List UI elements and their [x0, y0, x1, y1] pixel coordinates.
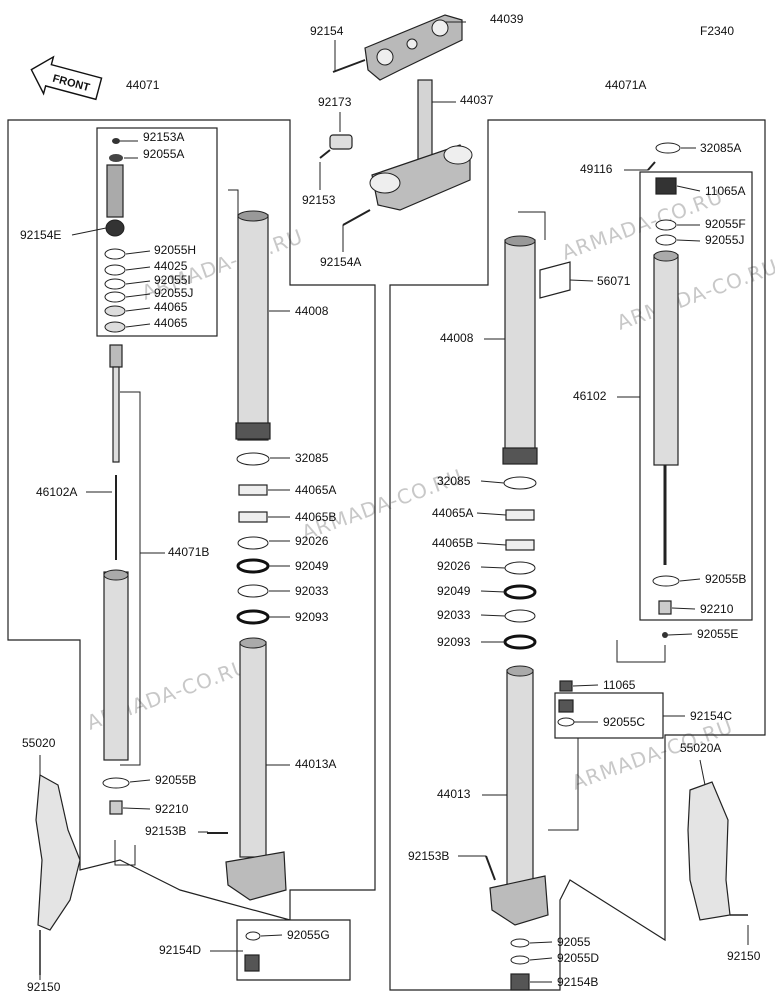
- part-label-46102a: 46102A: [36, 485, 77, 499]
- watermark: ARMADA-CO.RU: [614, 254, 775, 335]
- part-label-44008-r: 44008: [440, 331, 474, 345]
- part-label-49116: 49116: [580, 162, 613, 176]
- left-cartridge: [102, 344, 130, 815]
- part-label-32085a: 32085A: [700, 141, 741, 155]
- part-label-92210-r: 92210: [700, 602, 734, 616]
- part-label-44065b-l: 44065B: [295, 510, 336, 524]
- part-label-92154c: 92154C: [690, 709, 732, 723]
- left-seal-stack: [236, 452, 270, 625]
- part-label-44065b-r: 44065B: [432, 536, 473, 550]
- part-label-44071b: 44071B: [168, 545, 209, 559]
- part-label-92055e: 92055E: [697, 627, 738, 641]
- part-label-44071a: 44071A: [605, 78, 646, 92]
- part-label-92093-r: 92093: [437, 635, 471, 649]
- part-label-55020a: 55020A: [680, 741, 721, 755]
- part-label-92153b-r: 92153B: [408, 849, 449, 863]
- part-label-92150-r: 92150: [727, 949, 761, 963]
- part-label-92049-l: 92049: [295, 559, 329, 573]
- right-nut-kit: [557, 680, 575, 727]
- part-label-92055j-l: 92055J: [154, 286, 193, 300]
- part-label-92154b: 92154B: [557, 975, 598, 989]
- part-label-92055f: 92055F: [705, 217, 746, 231]
- part-label-92055g: 92055G: [287, 928, 330, 942]
- part-label-92153a: 92153A: [143, 130, 184, 144]
- left-cap-kit-box: [96, 127, 218, 337]
- part-label-11065a: 11065A: [705, 184, 745, 198]
- part-label-f2340: F2340: [700, 24, 734, 38]
- part-label-44039: 44039: [490, 12, 524, 26]
- part-label-92154e: 92154E: [20, 228, 61, 242]
- part-label-92150-l: 92150: [27, 980, 61, 994]
- part-label-92026-l: 92026: [295, 534, 329, 548]
- part-label-56071: 56071: [597, 274, 631, 288]
- left-outer-tube: [235, 210, 271, 441]
- watermark: ARMADA-CO.RU: [559, 184, 727, 265]
- right-cartridge: [647, 142, 681, 638]
- part-label-92154a: 92154A: [320, 255, 361, 269]
- part-label-92055j-r: 92055J: [705, 233, 744, 247]
- part-label-44065a-l: 44065A: [295, 483, 336, 497]
- part-label-44013a: 44013A: [295, 757, 336, 771]
- part-label-44013: 44013: [437, 787, 471, 801]
- left-cap-kit-parts: [104, 138, 126, 333]
- part-label-92153b-l: 92153B: [145, 824, 186, 838]
- part-label-92026-r: 92026: [437, 559, 471, 573]
- part-label-92033-l: 92033: [295, 584, 329, 598]
- right-outer-tube: [502, 235, 571, 465]
- left-fork-guard: [35, 774, 81, 975]
- part-label-92055d: 92055D: [557, 951, 599, 965]
- left-assembly-frame: [7, 119, 376, 981]
- part-label-92049-r: 92049: [437, 584, 471, 598]
- part-label-92173: 92173: [318, 95, 352, 109]
- part-label-11065: 11065: [603, 678, 636, 692]
- part-label-92154-top: 92154: [310, 24, 344, 38]
- part-label-44008-l: 44008: [295, 304, 329, 318]
- part-label-92055h: 92055H: [154, 243, 196, 257]
- part-label-32085: 32085: [295, 451, 329, 465]
- part-label-92055b-r: 92055B: [705, 572, 746, 586]
- part-label-44065-2: 44065: [154, 316, 188, 330]
- part-label-32085-r: 32085: [437, 474, 471, 488]
- part-label-46102: 46102: [573, 389, 607, 403]
- front-arrow-icon: FRONT: [30, 55, 103, 101]
- part-label-44071: 44071: [126, 78, 160, 92]
- right-assembly-frame: [389, 119, 766, 991]
- right-cartridge-box: [639, 171, 753, 621]
- right-fork-guard: [687, 781, 748, 921]
- part-label-92153-top: 92153: [302, 193, 336, 207]
- right-inner-tube: [485, 665, 549, 991]
- upper-triple-clamp: [332, 14, 463, 81]
- part-label-92055i: 92055I: [154, 273, 191, 287]
- part-label-92055a: 92055A: [143, 147, 184, 161]
- lower-triple-clamp-stem: [319, 79, 473, 226]
- part-label-92055b-l: 92055B: [155, 773, 196, 787]
- part-label-92033-r: 92033: [437, 608, 471, 622]
- part-label-92055c: 92055C: [603, 715, 645, 729]
- part-label-55020: 55020: [22, 736, 56, 750]
- part-label-92093-l: 92093: [295, 610, 329, 624]
- part-label-92154d: 92154D: [159, 943, 201, 957]
- part-number-labels: 44039 92154 F2340 44037 92173 44071 44071A 9215…: [20, 12, 761, 994]
- part-label-44065a-r: 44065A: [432, 506, 473, 520]
- leader-lines: [39, 21, 749, 983]
- part-label-44037: 44037: [460, 93, 494, 107]
- right-seal-stack: [503, 476, 537, 650]
- part-label-92055: 92055: [557, 935, 591, 949]
- part-label-92210-l: 92210: [155, 802, 189, 816]
- part-label-44065-1: 44065: [154, 300, 188, 314]
- part-label-44025: 44025: [154, 259, 188, 273]
- left-inner-tube: [207, 637, 287, 972]
